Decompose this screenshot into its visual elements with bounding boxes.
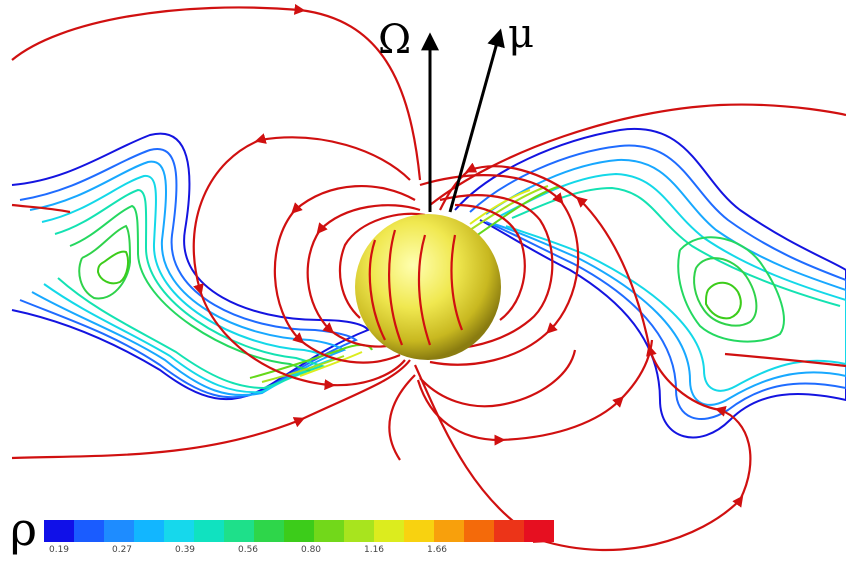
omega-label: Ω bbox=[378, 17, 412, 63]
colorbar-tick-label: 1.66 bbox=[426, 545, 448, 555]
density-contours-left bbox=[11, 132, 373, 401]
colorbar-swatch bbox=[314, 520, 344, 542]
colorbar-tick-label: 0.56 bbox=[237, 545, 259, 555]
colorbar-tick-label: 0.80 bbox=[300, 545, 322, 555]
colorbar-tick-label: 0.19 bbox=[48, 545, 70, 555]
colorbar-swatch bbox=[464, 520, 494, 542]
colorbar-swatch bbox=[164, 520, 194, 542]
colorbar-swatch bbox=[494, 520, 524, 542]
colorbar-swatch bbox=[134, 520, 164, 542]
colorbar-symbol: ρ bbox=[10, 502, 38, 556]
colorbar-swatch bbox=[404, 520, 434, 542]
colorbar-swatch bbox=[104, 520, 134, 542]
colorbar-tick-label: 0.39 bbox=[174, 545, 196, 555]
colorbar-swatch bbox=[344, 520, 374, 542]
colorbar-swatch bbox=[254, 520, 284, 542]
colorbar-swatch bbox=[434, 520, 464, 542]
colorbar-swatch bbox=[224, 520, 254, 542]
colorbar-swatch bbox=[44, 520, 74, 542]
colorbar-ticks: 0.19 0.27 0.39 0.56 0.80 1.16 1.66 bbox=[44, 545, 494, 559]
colorbar-swatch bbox=[74, 520, 104, 542]
density-colorbar bbox=[44, 520, 554, 542]
mu-arrow bbox=[448, 28, 505, 213]
mu-label: μ bbox=[508, 11, 534, 57]
density-contours-right bbox=[454, 127, 846, 439]
colorbar-swatch bbox=[374, 520, 404, 542]
colorbar-swatch bbox=[524, 520, 554, 542]
colorbar-tick-label: 0.27 bbox=[111, 545, 133, 555]
colorbar-swatch bbox=[284, 520, 314, 542]
inner-field-lines bbox=[368, 229, 464, 346]
colorbar-tick-label: 1.16 bbox=[363, 545, 385, 555]
colorbar-swatch bbox=[194, 520, 224, 542]
